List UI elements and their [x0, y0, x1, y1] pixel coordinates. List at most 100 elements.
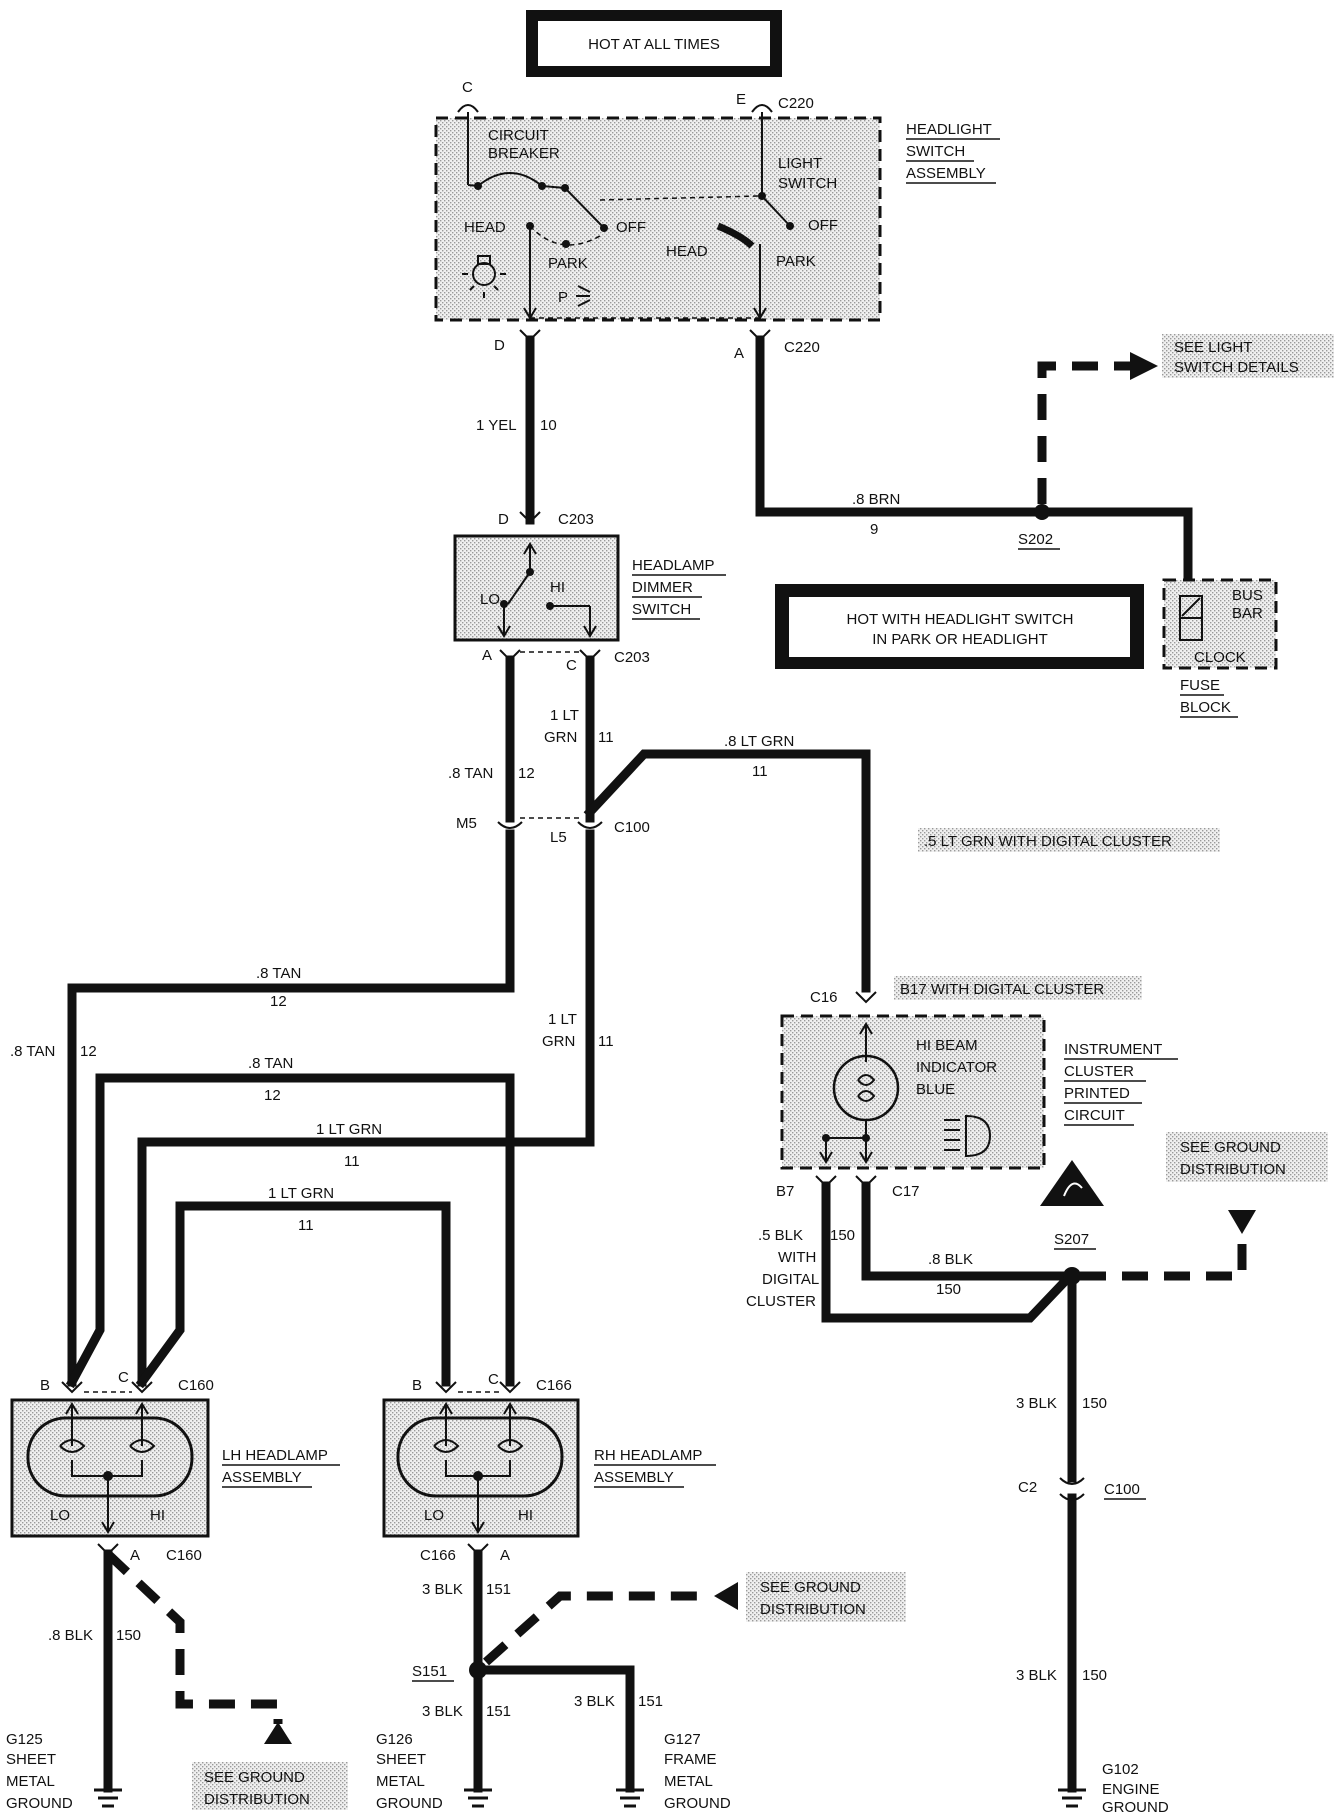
c100-m5-label: M5	[456, 815, 477, 832]
connector-c220-bottom: C220	[784, 339, 820, 356]
rh-title-1: RH HEADLAMP	[594, 1447, 702, 1464]
wire-digital-label: DIGITAL	[762, 1271, 819, 1288]
wire-yel-label: 1 YEL	[476, 417, 517, 434]
wire-ltgrn-circuit-1: 11	[598, 729, 614, 746]
park-label-right: PARK	[776, 253, 816, 270]
dashed-ref-ground-lh	[104, 1550, 283, 1724]
wire-tan-label-1: .8 TAN	[448, 765, 493, 782]
wire-ltgrn-11-to-rh	[135, 1201, 451, 1389]
cluster-title-3: PRINTED	[1064, 1085, 1130, 1102]
banner-text: HOT AT ALL TIMES	[588, 36, 720, 53]
wire-ltgrn-08-to-cluster	[583, 749, 871, 993]
lh-title-2: ASSEMBLY	[222, 1469, 302, 1486]
wire-ltgrn-label-1a: 1 LT	[550, 707, 579, 724]
splice-s202	[1034, 504, 1050, 520]
wire-tan-12-to-lh	[67, 829, 515, 1387]
g127-metal: METAL	[664, 1773, 713, 1790]
lh-bulb-icon	[26, 1416, 194, 1498]
wire-ltgrn-circuit-2: 11	[598, 1033, 614, 1050]
see-ground-cluster-2: DISTRIBUTION	[1180, 1161, 1286, 1178]
splice-s151-label: S151	[412, 1663, 447, 1680]
dimmer-pin-a: A	[482, 647, 492, 664]
lh-connector-top: C160	[178, 1377, 214, 1394]
rh-connector-top: C166	[536, 1377, 572, 1394]
pin-e-label: E	[736, 91, 746, 108]
c100-label-bottom: C100	[1104, 1481, 1140, 1498]
hi-beam-symbol-icon	[965, 1114, 992, 1158]
wire-cluster-label: CLUSTER	[746, 1293, 816, 1310]
dimmer-title-2: DIMMER	[632, 579, 693, 596]
g127-ground: GROUND	[664, 1795, 731, 1812]
g125-metal: METAL	[6, 1773, 55, 1790]
cluster-c16-label: C16	[810, 989, 838, 1006]
wire-with-label: WITH	[778, 1249, 816, 1266]
circuit-breaker-label-1: CIRCUIT	[488, 127, 549, 144]
fuse-bar-label: BAR	[1232, 605, 1263, 622]
splice-s207-label: S207	[1054, 1231, 1089, 1248]
off-label-right: OFF	[808, 217, 838, 234]
light-switch-label-1: LIGHT	[778, 155, 822, 172]
wire-tan-12-to-rh	[65, 1073, 515, 1389]
cluster-b7-label: B7	[776, 1183, 794, 1200]
wire-blk-3-151-g127	[473, 1665, 635, 1793]
cluster-title-2: CLUSTER	[1064, 1063, 1134, 1080]
banner-text-line1: HOT WITH HEADLIGHT SWITCH	[847, 611, 1074, 628]
headlight-switch-title-1: HEADLIGHT	[906, 121, 992, 138]
wire-ltgrn-circuit-3: 11	[344, 1153, 360, 1170]
arrow-down-icon	[1228, 1210, 1256, 1234]
splice-s202-label: S202	[1018, 531, 1053, 548]
lh-pin-a: A	[130, 1547, 140, 1564]
wire-blk-05-150	[821, 1181, 1077, 1323]
head-label-right: HEAD	[666, 243, 708, 260]
lh-title-1: LH HEADLAMP	[222, 1447, 328, 1464]
wire-ltgrn-11-lower	[533, 829, 595, 1147]
dimmer-title-3: SWITCH	[632, 601, 691, 618]
dimmer-connector-bottom: C203	[614, 649, 650, 666]
wire-g127-label: 3 BLK	[574, 1693, 615, 1710]
c100-label-top: C100	[614, 819, 650, 836]
wire-ltgrn-label-2b: GRN	[542, 1033, 575, 1050]
rh-pin-c: C	[488, 1371, 499, 1388]
rh-title-2: ASSEMBLY	[594, 1469, 674, 1486]
wire-ltgrn-08-label: .8 LT GRN	[724, 733, 794, 750]
headlamp-dimmer-switch: D C203 LO HI HEADLAMP DIMMER SWITCH A C …	[453, 511, 726, 674]
instrument-cluster: B17 WITH DIGITAL CLUSTER C16 HI BEAM IND…	[776, 976, 1178, 1206]
off-label-left: OFF	[616, 219, 646, 236]
banner-hot-at-all-times: HOT AT ALL TIMES	[526, 10, 782, 77]
rh-hi-label: HI	[518, 1507, 533, 1524]
indicator-label-2: INDICATOR	[916, 1059, 997, 1076]
note-b17-digital: B17 WITH DIGITAL CLUSTER	[900, 981, 1104, 998]
g126-metal: METAL	[376, 1773, 425, 1790]
see-ground-rh-2: DISTRIBUTION	[760, 1601, 866, 1618]
lh-hi-label: HI	[150, 1507, 165, 1524]
dimmer-pin-d: D	[498, 511, 509, 528]
connector-c100: M5 L5 C100	[456, 815, 650, 846]
lh-connector-bottom: C160	[166, 1547, 202, 1564]
wire-tan-circuit-3: 12	[80, 1043, 97, 1060]
ground-g102-symbol	[1058, 1788, 1086, 1808]
pin-e-connector	[751, 104, 773, 113]
wire-g127-circuit: 151	[638, 1693, 663, 1710]
park-lamp-label: P	[558, 289, 568, 306]
g126-sheet: SHEET	[376, 1751, 426, 1768]
wire-tan-circuit-1: 12	[518, 765, 535, 782]
indicator-label-3: BLUE	[916, 1081, 955, 1098]
banner-hot-with-switch: HOT WITH HEADLIGHT SWITCH IN PARK OR HEA…	[775, 584, 1144, 669]
wire-blk-05-label: .5 BLK	[758, 1227, 803, 1244]
note-lt-grn-digital: .5 LT GRN WITH DIGITAL CLUSTER	[924, 833, 1172, 850]
banner-text-line2: IN PARK OR HEADLIGHT	[872, 631, 1048, 648]
c100-c2-label: C2	[1018, 1479, 1037, 1496]
wire-brn-label: .8 BRN	[852, 491, 900, 508]
wire-blk-08-label: .8 BLK	[928, 1251, 973, 1268]
pin-d-label: D	[494, 337, 505, 354]
see-ground-cluster-1: SEE GROUND	[1180, 1139, 1281, 1156]
wire-blk-3-circuit-1: 150	[1082, 1395, 1107, 1412]
note-lt-grn-digital-bg	[918, 828, 1220, 852]
wire-blk-3-label-1: 3 BLK	[1016, 1395, 1057, 1412]
wire-tan-circuit-2: 12	[270, 993, 287, 1010]
headlight-switch-title-3: ASSEMBLY	[906, 165, 986, 182]
ground-g125-symbol	[94, 1788, 122, 1808]
esd-warning-icon	[1040, 1160, 1104, 1206]
